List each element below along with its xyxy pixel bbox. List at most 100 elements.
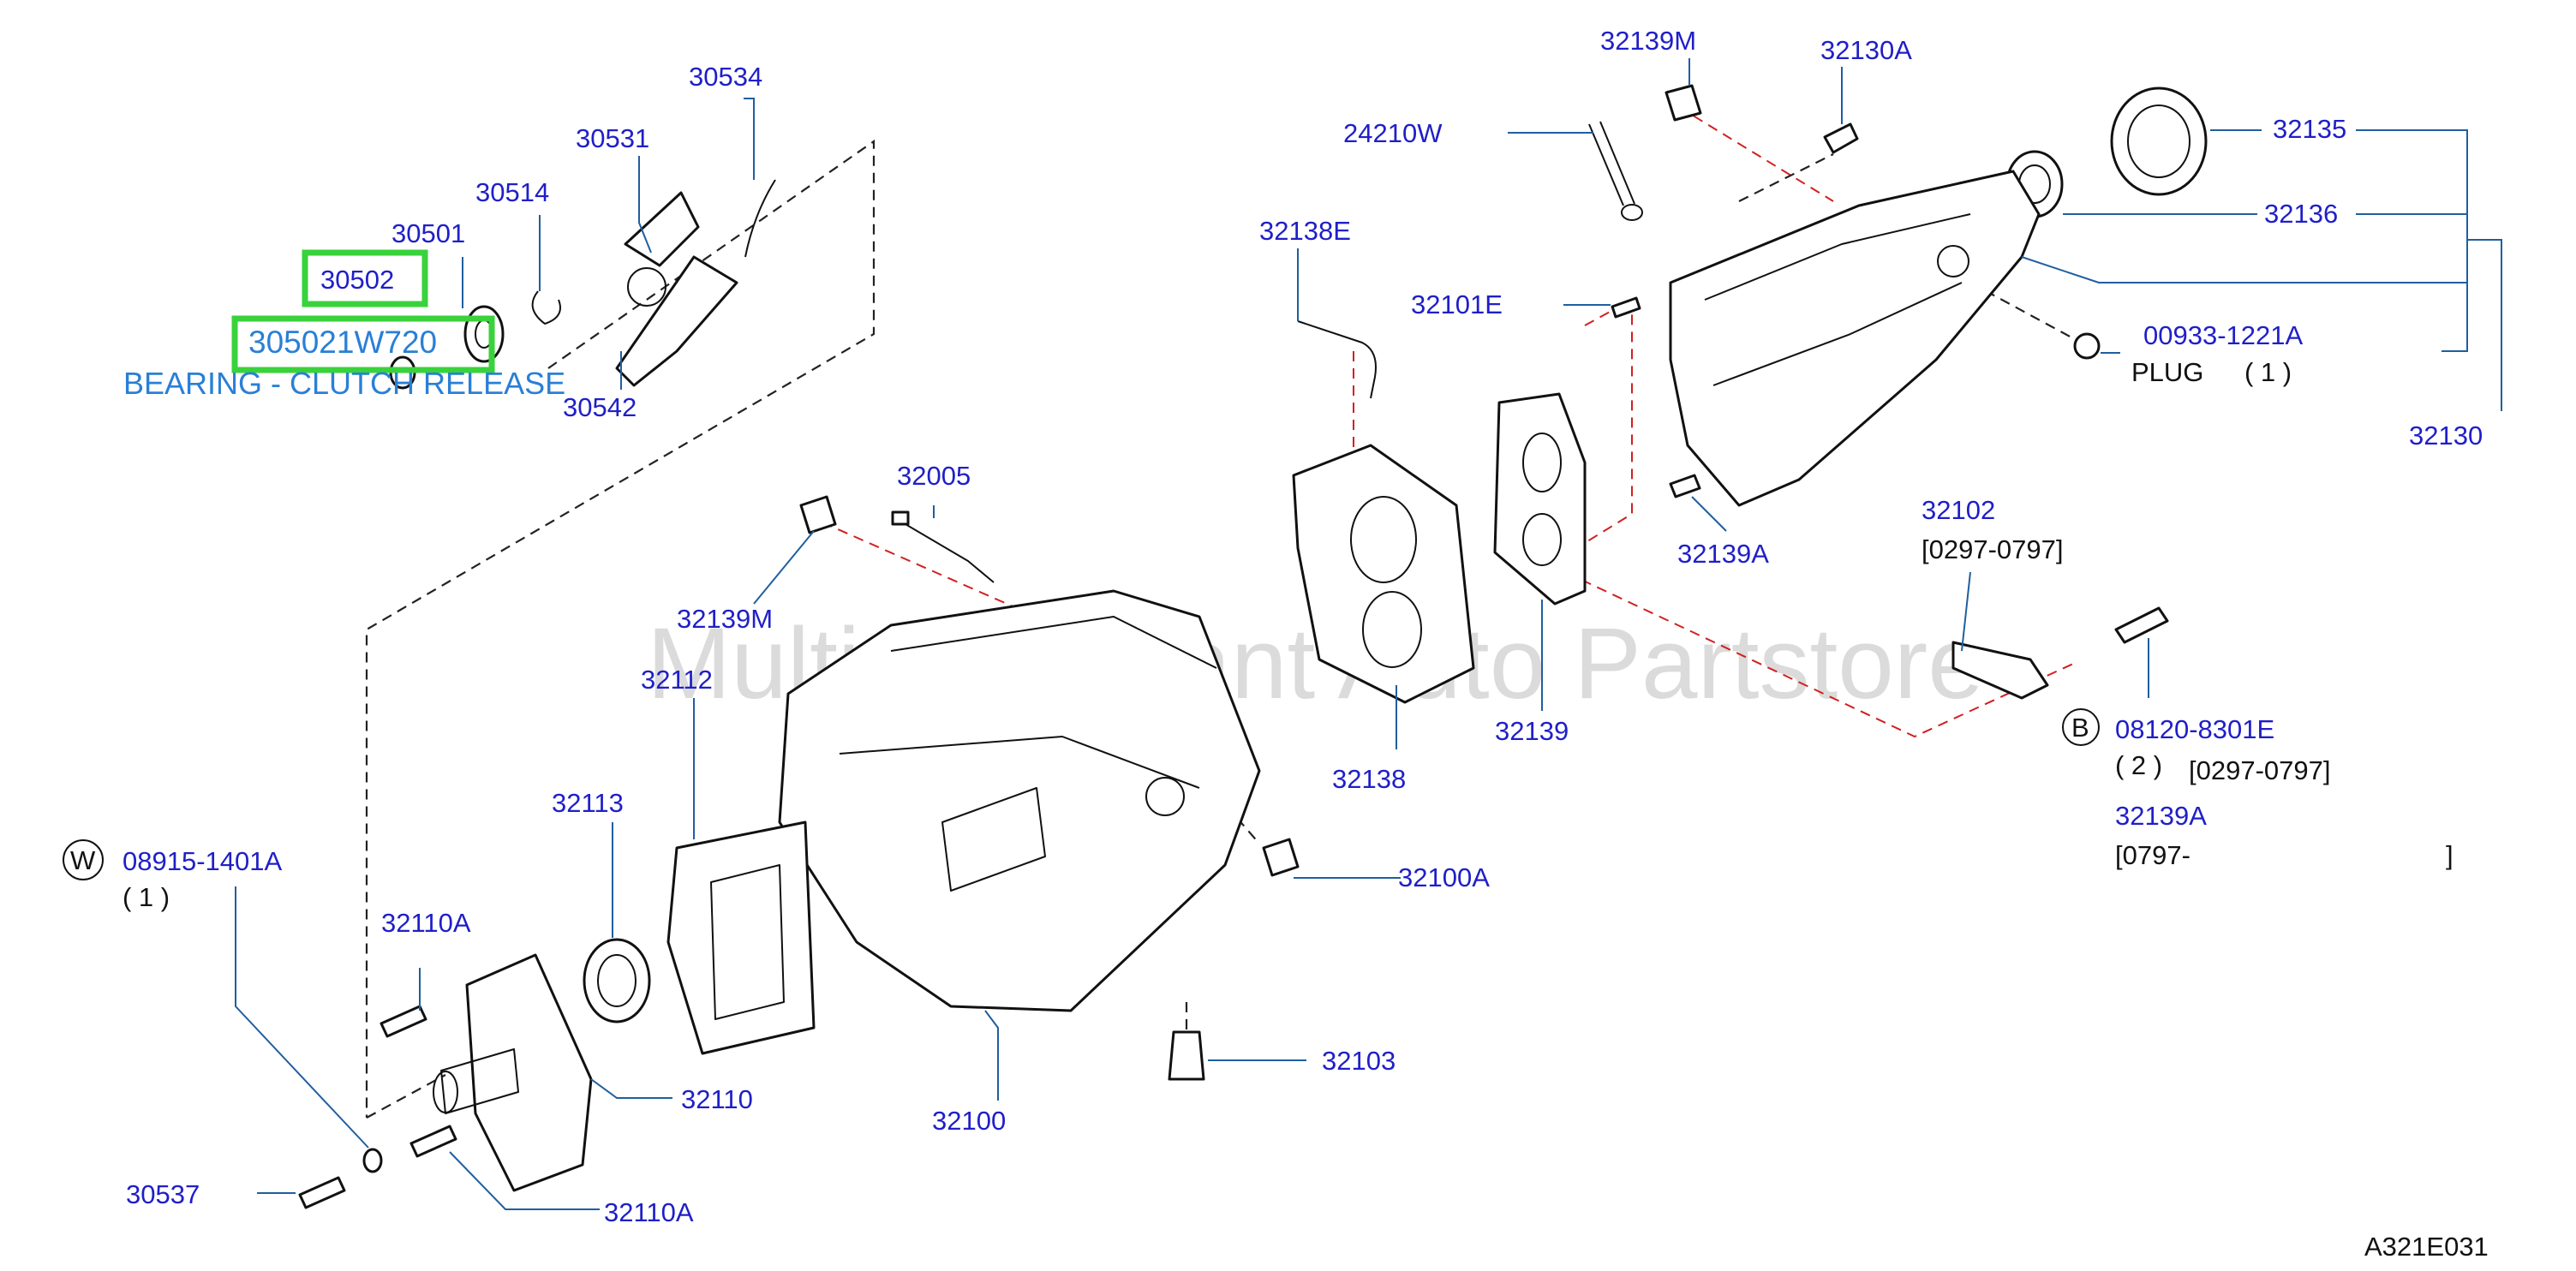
callout-32135[interactable]: 32135 [2273,114,2346,144]
leader-32110A-bottom [449,1151,600,1210]
callout-08915-1401A[interactable]: 08915-1401A [123,846,282,876]
callout-32110A-bottom[interactable]: 32110A [604,1197,694,1227]
dashed-line-32130A [1738,153,1834,202]
callout-32138[interactable]: 32138 [1332,764,1406,794]
leader-32102 [1961,571,1971,652]
callout-32100[interactable]: 32100 [932,1106,1006,1136]
adapter-plate-part [1292,444,1475,704]
extension-seal-part [2110,87,2208,196]
transmission-case-part [778,589,1261,1012]
callout-32139[interactable]: 32139 [1495,716,1569,746]
clutch-fork-part [615,191,738,387]
dashed-box-clutch-release [365,139,876,1118]
bolt-32139A-part [1669,474,1701,498]
callout-32005[interactable]: 32005 [897,461,971,491]
callout-labels: 30534 30531 30514 30501 30502 305021W720… [63,26,2483,1227]
callout-00933-1221A[interactable]: 00933-1221A [2143,320,2303,350]
bracket-32102-part [1951,641,2049,700]
circle-w-marker [63,839,104,880]
part-drawings [298,84,2208,1209]
callout-32130A[interactable]: 32130A [1820,35,1912,65]
bracket-32130-group [2356,129,2468,352]
leader-32130 [2467,239,2502,411]
leader-30534 [744,98,755,180]
callout-24210W[interactable]: 24210W [1343,118,1443,148]
oil-seal-32113-part [583,938,651,1023]
callout-30537[interactable]: 30537 [126,1179,200,1209]
rear-extension-housing-part [1669,170,2041,507]
highlight-box-part-no [302,249,428,307]
leader-32139A-mid [1691,496,1727,532]
callout-32136[interactable]: 32136 [2264,199,2338,229]
qty-08915: ( 1 ) [123,882,170,912]
washer-08915-part [362,1148,383,1173]
callout-32139A-mid[interactable]: 32139A [1677,539,1769,569]
callout-30501[interactable]: 30501 [391,218,465,248]
qty-08120: ( 2 ) [2115,750,2162,780]
dowel-pin-part [1611,296,1641,319]
circle-b-marker [2062,708,2100,746]
callout-30502-highlighted[interactable]: 30502 [320,265,394,295]
callout-30542[interactable]: 30542 [563,392,637,422]
diagram-code: A321E031 [2364,1232,2489,1262]
leader-30531 [638,156,652,254]
bolt-32110A-bottom-part [409,1125,457,1158]
callout-305021W720-highlighted[interactable]: 305021W720 [248,325,437,360]
leader-lines [235,58,2502,1210]
drain-plug-mid-part [799,495,837,534]
dipstick-part [1588,121,1635,206]
callout-08120-8301E[interactable]: 08120-8301E [2115,714,2274,744]
gasket-32139-part [1493,392,1587,606]
leader-32139M-mid [753,530,815,605]
release-bearing-part [463,305,505,363]
plug-00933-part [2073,332,2101,360]
bolt-08120-part [2114,606,2169,644]
bolt-32110A-top-part [380,1005,427,1038]
highlight-box-full-part-no [231,315,495,373]
callout-32110A-top[interactable]: 32110A [381,908,471,938]
callout-32112[interactable]: 32112 [641,665,713,695]
callout-32138E[interactable]: 32138E [1259,216,1351,246]
callout-32139M-top[interactable]: 32139M [1600,26,1696,56]
circle-w-letter: W [70,845,96,875]
red-centerline-32139M [1678,106,1834,202]
plug-label: PLUG [2131,357,2203,387]
plug-32103-part [1168,1030,1205,1081]
bolt-30537-part [298,1176,346,1209]
callout-32103[interactable]: 32103 [1322,1046,1396,1076]
leader-32100 [984,1010,999,1101]
callout-30514[interactable]: 30514 [475,177,549,207]
plug-32100A-part [1262,838,1300,877]
dashed-line-lower [366,1074,446,1119]
date-range-08120: [0297-0797] [2189,755,2330,785]
circle-b-letter: B [2071,713,2089,743]
callout-32113[interactable]: 32113 [552,788,624,818]
drain-plug-top-part [1665,84,1702,122]
callout-32102[interactable]: 32102 [1922,495,1995,525]
clip-part [531,290,561,325]
leader-08915 [235,886,369,1149]
leader-32130-housing [2021,256,2467,283]
callout-32100A[interactable]: 32100A [1398,862,1490,892]
callout-30531[interactable]: 30531 [576,123,649,153]
gasket-32112-part [666,820,816,1055]
callout-32130[interactable]: 32130 [2409,421,2483,451]
breather-pipe-part [1297,320,1377,399]
callout-32139M-mid[interactable]: 32139M [677,604,773,634]
callout-32101E[interactable]: 32101E [1411,289,1503,319]
callout-32139A-right[interactable]: 32139A [2115,801,2207,831]
bolt-32130A-part [1823,122,1859,154]
part-description-label: BEARING - CLUTCH RELEASE [123,366,565,401]
date-range-32102: [0297-0797] [1922,534,2063,564]
callout-30534[interactable]: 30534 [689,62,762,92]
leader-32110 [590,1078,672,1099]
plug-qty: ( 1 ) [2244,357,2292,387]
date-range-32139A-end: ] [2446,840,2453,870]
speed-sensor-part [894,517,995,583]
date-range-32139A-start: [0797- [2115,840,2190,870]
front-cover-part [433,953,593,1192]
callout-32110[interactable]: 32110 [681,1084,753,1114]
retaining-spring-part [744,179,776,258]
